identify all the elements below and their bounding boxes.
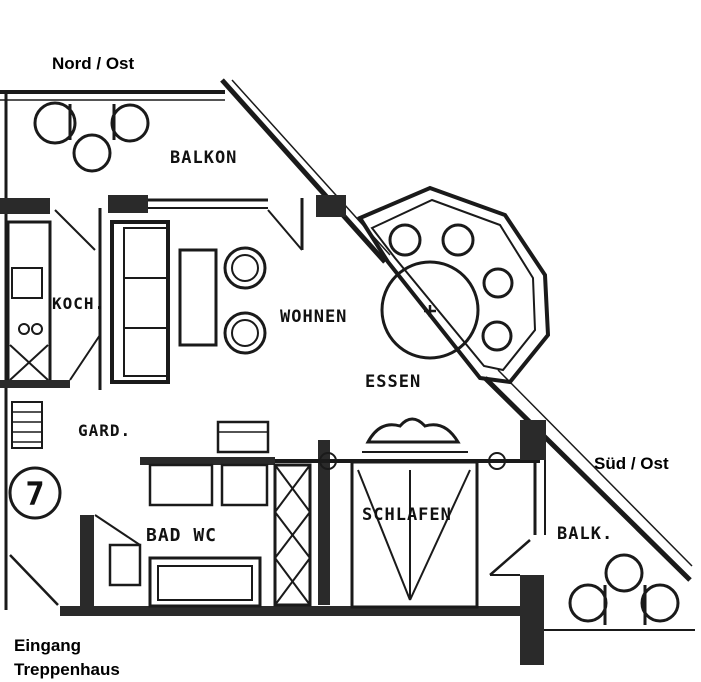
room-label-bedroom: SCHLAFEN	[362, 505, 452, 525]
room-label-wardrobe: GARD.	[78, 421, 131, 440]
room-label-balcony-north: BALKON	[170, 148, 237, 168]
balcony-north-furniture	[33, 101, 150, 173]
living-furniture	[110, 220, 267, 384]
dining-bay	[357, 185, 551, 385]
room-label-living: WOHNEN	[280, 307, 347, 327]
bedroom-furniture	[350, 417, 479, 609]
room-label-balcony-south: BALK.	[557, 524, 613, 544]
outer-walls	[0, 78, 695, 665]
label-stairwell: Treppenhaus	[14, 660, 120, 679]
room-label-dining: ESSEN	[365, 372, 421, 392]
bathroom-fittings	[80, 420, 275, 610]
apartment-number: 7	[25, 475, 44, 513]
balcony-partition	[0, 195, 346, 251]
apartment-number-badge: 7	[8, 466, 62, 520]
label-south-east: Süd / Ost	[594, 454, 669, 473]
balcony-south-area	[489, 420, 680, 625]
room-label-kitchen: KOCH.	[52, 294, 105, 313]
wardrobe-area	[0, 380, 70, 606]
label-entrance: Eingang	[14, 636, 81, 655]
room-label-bathroom: BAD WC	[146, 525, 217, 546]
label-north-east: Nord / Ost	[52, 54, 135, 73]
